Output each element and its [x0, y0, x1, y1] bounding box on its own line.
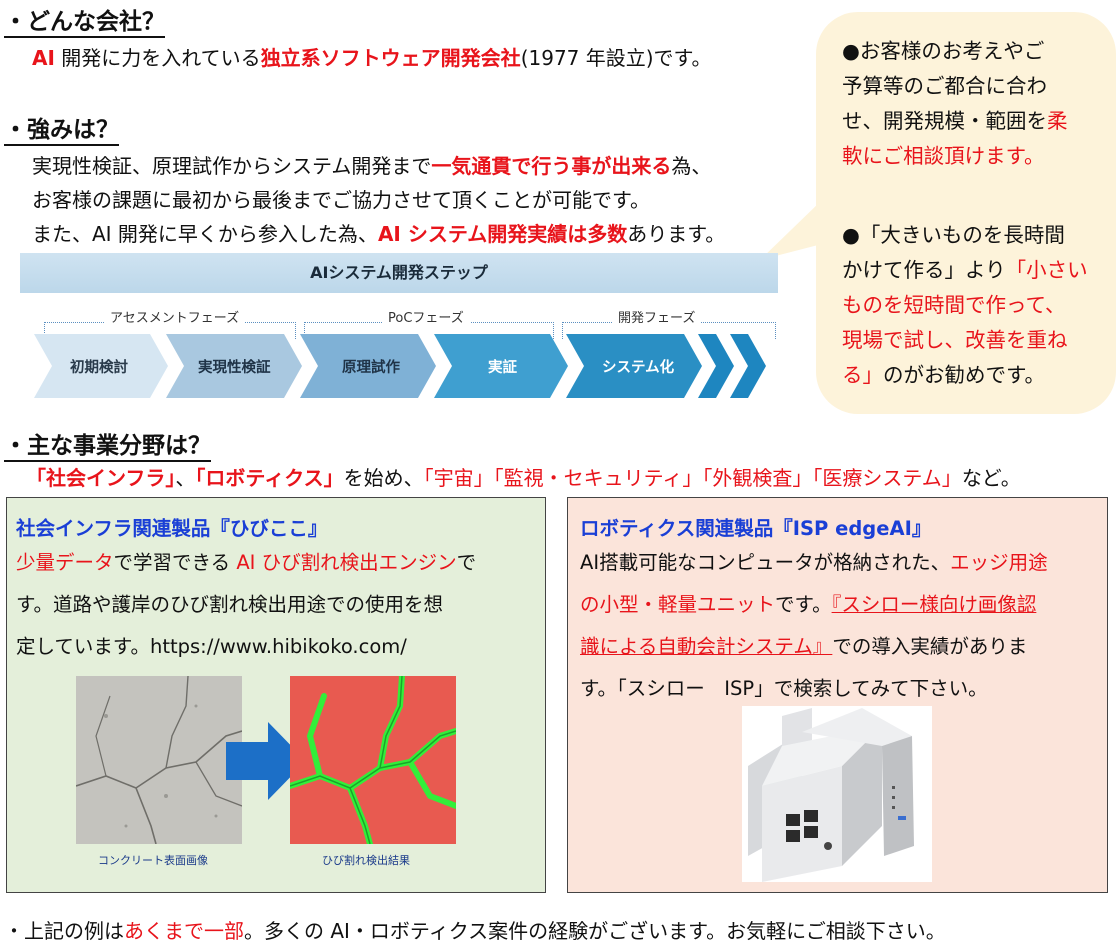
isp-device-photo — [742, 706, 932, 882]
chevron-step-5 — [566, 334, 702, 398]
crack-detection-result-image — [290, 676, 456, 844]
chevron-more-2 — [730, 334, 766, 398]
step-label-5: システム化 — [602, 360, 675, 376]
company-heading: ・どんな会社？ — [4, 2, 165, 38]
chevron-more-1 — [698, 334, 734, 398]
phase-label-assessment: アセスメントフェーズ — [104, 307, 246, 326]
speech-bubble-tail — [760, 200, 822, 260]
sushiro-case-link-cont[interactable]: 識による自動会計システム』 — [580, 635, 833, 658]
sushiro-case-link[interactable]: 『スシロー様向け画像認 — [831, 593, 1037, 616]
concrete-surface-image — [76, 676, 242, 844]
caption-detection: ひび割れ検出結果 — [322, 854, 410, 867]
steps-title-banner: AIシステム開発ステップ — [20, 253, 778, 293]
phase-label-poc: PoCフェーズ — [382, 307, 470, 326]
step-label-2: 実現性検証 — [198, 360, 271, 376]
chevron-step-1 — [34, 334, 168, 398]
chevron-step-4 — [434, 334, 568, 398]
isp-description: AI搭載可能なコンピュータが格納された、エッジ用途 の小型・軽量ユニットです。『… — [580, 551, 1048, 700]
strengths-line-3: また、AI 開発に早くから参入した為、AI システム開発実績は多数あります。 — [32, 222, 726, 246]
chevron-step-3 — [300, 334, 436, 398]
hibikoko-description: 少量データで学習できる AI ひび割れ検出エンジンで す。道路や護岸のひび割れ検… — [16, 551, 477, 658]
right-arrow-icon — [226, 722, 306, 800]
strengths-heading: ・強みは？ — [4, 110, 119, 146]
caption-concrete: コンクリート表面画像 — [98, 854, 208, 867]
phase-label-dev: 開発フェーズ — [612, 307, 702, 326]
footer-note: ・上記の例はあくまで一部。多くの AI・ロボティクス案件の経験がございます。お気… — [4, 919, 946, 943]
hibikoko-title: 社会インフラ関連製品『ひびここ』 — [16, 517, 328, 540]
company-description: AI 開発に力を入れている独立系ソフトウェア開発会社(1977 年設立)です。 — [32, 46, 712, 70]
bubble-paragraph-2: ●「大きいものを長時間 かけて作る」より「小さい ものを短時間で作って、 現場で… — [842, 223, 1088, 387]
strengths-line-1: 実現性検証、原理試作からシステム開発まで一気通貫で行う事が出来る為、 — [32, 154, 712, 178]
bubble-paragraph-1: ●お客様のお考えやご 予算等のご都合に合わ せ、開発規模・範囲を柔 軟にご相談頂… — [842, 39, 1068, 168]
step-label-3: 原理試作 — [342, 360, 400, 376]
business-heading: ・主な事業分野は？ — [4, 426, 211, 462]
business-fields: 「社会インフラ」、「ロボティクス」を始め、「宇宙」「監視・セキュリティ」「外観検… — [26, 466, 1021, 490]
step-label-4: 実証 — [488, 360, 517, 376]
chevron-step-2 — [166, 334, 302, 398]
steps-chevrons — [34, 334, 766, 398]
isp-title: ロボティクス関連製品『ISP edgeAI』 — [580, 517, 932, 540]
speech-bubble — [816, 12, 1116, 414]
step-label-1: 初期検討 — [70, 360, 128, 376]
strengths-line-2: お客様の課題に最初から最後までご協力させて頂くことが可能です。 — [32, 188, 650, 212]
